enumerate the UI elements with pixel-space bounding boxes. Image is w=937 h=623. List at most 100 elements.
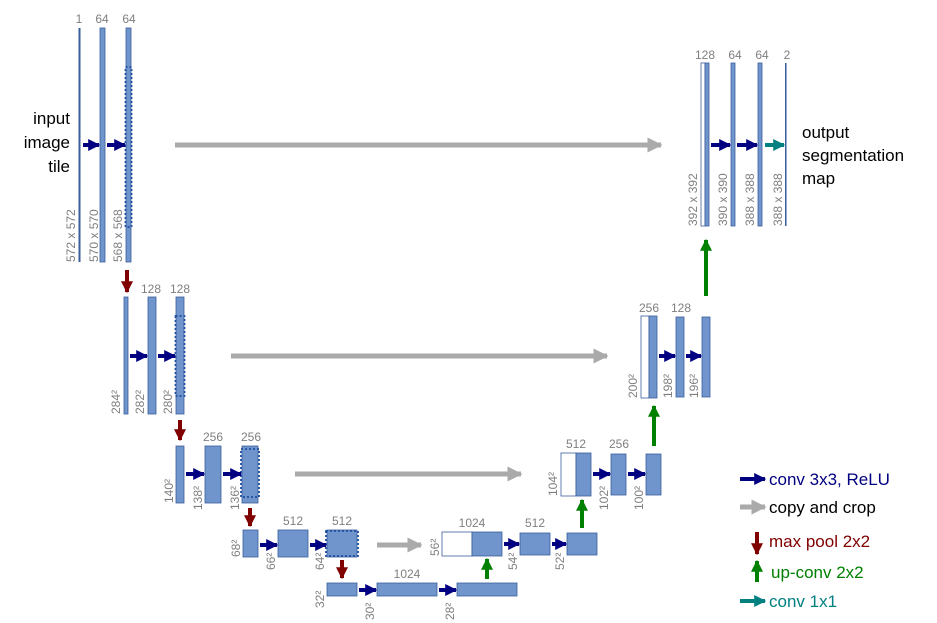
size-label: 136² — [228, 486, 242, 510]
channel-label: 256 — [609, 437, 629, 451]
copied-feature-map — [441, 531, 473, 557]
level-2-decoder: 256 128 200² 198² 196² — [626, 301, 711, 399]
legend-label: max pool 2x2 — [769, 532, 870, 551]
channel-label: 512 — [525, 516, 545, 530]
feature-map — [123, 296, 129, 415]
feature-map — [147, 296, 157, 415]
level-4-decoder: 1024 512 56² 54² 52² — [428, 516, 598, 570]
size-label: 102² — [597, 486, 611, 510]
channel-label: 64 — [728, 48, 742, 62]
channel-label: 2 — [784, 48, 791, 62]
size-label: 104² — [546, 472, 560, 496]
channel-label: 128 — [141, 282, 161, 296]
channel-label: 64 — [95, 12, 109, 26]
legend-label: conv 1x1 — [769, 592, 837, 611]
input-label-line: tile — [48, 157, 70, 176]
feature-map — [376, 582, 438, 597]
channel-label: 1024 — [394, 567, 421, 581]
size-label: 138² — [191, 486, 205, 510]
size-label: 388 x 388 — [771, 173, 785, 226]
feature-map — [456, 582, 518, 597]
size-label: 66² — [264, 553, 278, 570]
feature-map-input — [78, 28, 81, 262]
legend: conv 3x3, ReLU copy and crop max pool 2x… — [740, 470, 890, 611]
size-label: 200² — [626, 374, 640, 398]
legend-label: copy and crop — [769, 498, 876, 517]
feature-map — [326, 582, 358, 597]
size-label: 30² — [363, 603, 377, 620]
output-label-line: segmentation — [802, 146, 904, 165]
copied-feature-map — [640, 315, 650, 399]
channel-label: 512 — [283, 514, 303, 528]
feature-map — [757, 62, 763, 227]
size-label: 388 x 388 — [743, 173, 757, 226]
channel-label: 512 — [332, 514, 352, 528]
level-1-encoder: 1 64 64 572 x 572 570 x 570 568 x 568 — [64, 12, 136, 263]
channel-label: 256 — [241, 430, 261, 444]
feature-map — [175, 445, 185, 504]
feature-map — [675, 316, 685, 398]
size-label: 572 x 572 — [64, 209, 78, 262]
output-label-line: map — [802, 169, 835, 188]
feature-map — [471, 531, 503, 557]
feature-map — [645, 453, 662, 496]
feature-map — [204, 445, 222, 504]
channel-label: 1 — [76, 12, 83, 26]
feature-map — [242, 529, 259, 558]
feature-map — [730, 62, 736, 227]
size-label: 282² — [133, 390, 147, 414]
size-label: 284² — [109, 390, 123, 414]
copied-feature-map — [700, 62, 706, 227]
size-label: 392 x 392 — [686, 173, 700, 226]
size-label: 54² — [506, 553, 520, 570]
size-label: 390 x 390 — [716, 173, 730, 226]
feature-map — [704, 62, 710, 227]
output-label-line: output — [802, 123, 850, 142]
size-label: 570 x 570 — [87, 209, 101, 262]
size-label: 52² — [553, 553, 567, 570]
size-label: 198² — [661, 374, 675, 398]
size-label: 280² — [161, 390, 175, 414]
size-label: 32² — [313, 591, 327, 608]
channel-label: 128 — [170, 282, 190, 296]
channel-label: 64 — [122, 12, 136, 26]
feature-map — [519, 532, 551, 556]
channel-label: 64 — [755, 48, 769, 62]
legend-label: up-conv 2x2 — [771, 563, 864, 582]
level-2-encoder: 128 128 284² 282² 280² — [109, 282, 190, 415]
feature-map — [566, 532, 598, 556]
feature-map — [610, 453, 627, 496]
feature-map — [326, 529, 358, 558]
feature-map — [277, 529, 309, 558]
feature-map — [701, 316, 711, 398]
feature-map — [648, 315, 658, 399]
size-label: 56² — [428, 539, 442, 556]
level-3-encoder: 256 256 140² 138² 136² — [162, 430, 261, 510]
feature-map — [575, 452, 592, 497]
size-label: 568 x 568 — [111, 209, 125, 262]
size-label: 28² — [443, 603, 457, 620]
level-4-encoder: 512 512 68² 66² 64² — [229, 514, 359, 570]
output-feature-map — [785, 63, 787, 226]
channel-label: 1024 — [459, 516, 486, 530]
input-label-line: input — [33, 109, 70, 128]
legend-label: conv 3x3, ReLU — [769, 470, 890, 489]
level-3-decoder: 512 256 104² 102² 100² — [546, 437, 662, 510]
size-label: 140² — [162, 479, 176, 503]
bottleneck: 1024 32² 30² 28² — [313, 567, 518, 620]
feature-map — [241, 445, 259, 504]
level-1-decoder: 128 64 64 2 392 x 392 390 x 390 388 x 38… — [686, 48, 791, 227]
size-label: 100² — [632, 486, 646, 510]
input-label-line: image — [24, 133, 70, 152]
size-label: 64² — [313, 553, 327, 570]
channel-label: 128 — [695, 48, 715, 62]
size-label: 68² — [229, 540, 243, 557]
channel-label: 256 — [203, 430, 223, 444]
channel-label: 256 — [639, 301, 659, 315]
channel-label: 512 — [566, 437, 586, 451]
copied-feature-map — [560, 452, 577, 497]
channel-label: 128 — [671, 301, 691, 315]
size-label: 196² — [687, 374, 701, 398]
